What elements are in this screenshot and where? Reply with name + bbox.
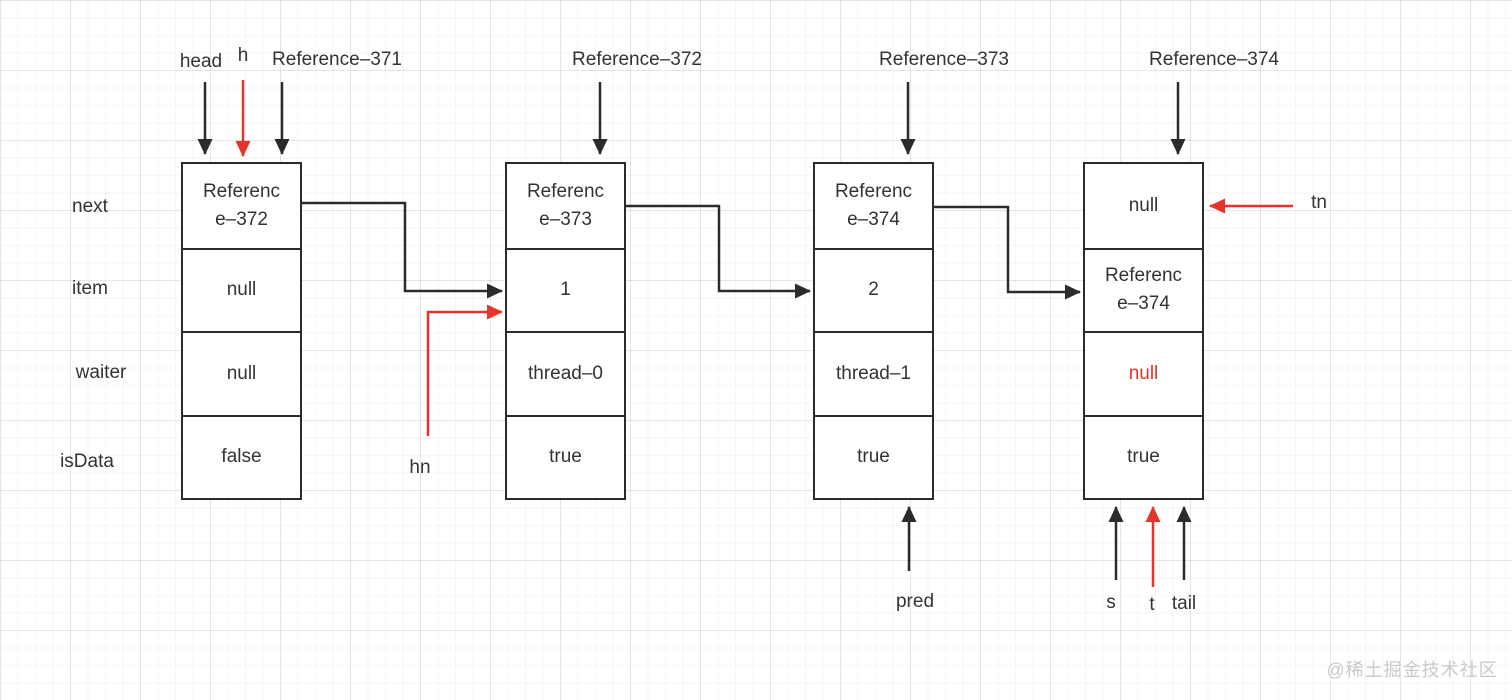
node4-isdata-cell: true [1085,414,1202,499]
node-title-reference-372: Reference–372 [572,49,702,70]
node-title-reference-374: Reference–374 [1149,49,1279,70]
node-box-reference-372: Referenc e–373 1 thread–0 true [505,162,626,500]
node2-waiter-cell: thread–0 [507,331,624,415]
node3-isdata-cell: true [815,414,932,499]
node1-next-cell: Referenc e–372 [202,180,281,230]
node3-next-cell: Referenc e–374 [834,180,913,230]
node1-isdata-cell: false [183,414,300,499]
row-label-isdata: isData [60,451,114,472]
hn-pointer-arrow [426,304,503,436]
node2-isdata-cell: true [507,414,624,499]
node2-item-cell: 1 [507,247,624,332]
node-box-reference-371: Referenc e–372 null null false [181,162,302,500]
node4-waiter-cell: null [1085,331,1202,415]
node4-item-cell: Referenc e–374 [1085,247,1202,332]
pointer-label-t: t [1149,594,1155,615]
node-title-reference-373: Reference–373 [879,49,1009,70]
node3-item-cell: 2 [815,247,932,332]
node-title-reference-371: Reference–371 [272,49,402,70]
row-label-next: next [72,196,108,217]
pointer-label-head: head [179,51,223,72]
next-link-node1-node2 [302,201,503,299]
watermark-text: @稀土掘金技术社区 [1326,660,1498,680]
pointer-label-tn: tn [1311,192,1327,213]
next-link-node3-node4 [934,205,1081,300]
node-box-reference-373: Referenc e–374 2 thread–1 true [813,162,934,500]
pointer-label-pred: pred [895,591,935,612]
node-box-reference-374: null Referenc e–374 null true [1083,162,1204,500]
node1-item-cell: null [183,247,300,332]
node4-next-cell: null [1128,194,1159,216]
row-label-item: item [72,278,108,299]
node3-waiter-cell: thread–1 [815,331,932,415]
next-link-node2-node3 [626,204,811,299]
pointer-label-h: h [237,45,249,66]
pointer-label-hn: hn [409,457,431,478]
pointer-label-tail: tail [1171,593,1197,614]
pointer-label-s: s [1106,592,1116,613]
row-label-waiter: waiter [75,362,127,383]
node2-next-cell: Referenc e–373 [526,180,605,230]
node1-waiter-cell: null [183,331,300,415]
